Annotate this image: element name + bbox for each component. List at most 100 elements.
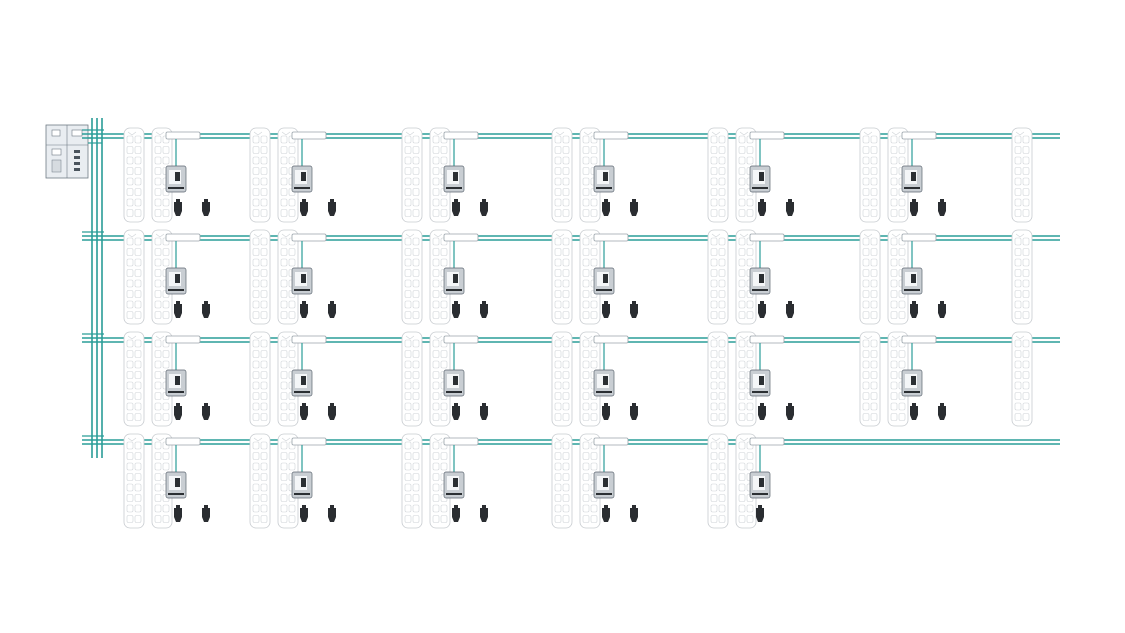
parking-bay-icon: [887, 331, 909, 427]
parking-bay-icon: [249, 331, 271, 427]
junction-box-icon: [443, 233, 479, 242]
junction-box-icon: [165, 233, 201, 242]
junction-box-icon: [593, 233, 629, 242]
parking-bay-icon: [401, 331, 423, 427]
charging-connector-icon: [630, 403, 638, 420]
parking-bay-icon: [707, 229, 729, 325]
ev-charger-icon: [593, 369, 615, 397]
ev-charger-icon: [165, 471, 187, 499]
parking-bay-icon: [859, 331, 881, 427]
parking-bay-icon: [249, 433, 271, 529]
parking-bay-icon: [859, 229, 881, 325]
charging-connector-icon: [300, 301, 308, 318]
ev-charger-icon: [593, 471, 615, 499]
charging-row: [82, 433, 1060, 529]
ev-charger-icon: [165, 267, 187, 295]
charging-connector-icon: [910, 301, 918, 318]
charging-connector-icon: [480, 301, 488, 318]
junction-box-icon: [443, 131, 479, 140]
switchgear-cabinet-icon: [45, 124, 89, 179]
junction-box-icon: [443, 335, 479, 344]
charging-connector-icon: [174, 505, 182, 522]
parking-bay-icon: [735, 331, 757, 427]
ev-charger-icon: [901, 369, 923, 397]
parking-bay-icon: [151, 433, 173, 529]
ev-charger-icon: [291, 471, 313, 499]
parking-bay-icon: [579, 229, 601, 325]
charging-connector-icon: [300, 199, 308, 216]
main-feeder-bus: [88, 118, 103, 458]
charging-connector-icon: [328, 199, 336, 216]
charging-connector-icon: [174, 199, 182, 216]
charging-connector-icon: [480, 403, 488, 420]
charging-row: [82, 331, 1060, 427]
ev-charger-icon: [901, 165, 923, 193]
charging-connector-icon: [328, 301, 336, 318]
parking-bay-icon: [277, 127, 299, 223]
charging-connector-icon: [786, 301, 794, 318]
charging-connector-icon: [328, 505, 336, 522]
parking-bay-icon: [1011, 127, 1033, 223]
charging-connector-icon: [786, 403, 794, 420]
charging-connector-icon: [300, 505, 308, 522]
charging-connector-icon: [452, 301, 460, 318]
charging-connector-icon: [480, 199, 488, 216]
parking-bay-icon: [707, 127, 729, 223]
ev-charger-icon: [291, 369, 313, 397]
charging-connector-icon: [602, 301, 610, 318]
parking-bay-icon: [1011, 331, 1033, 427]
ev-charger-icon: [749, 471, 771, 499]
parking-bay-icon: [123, 229, 145, 325]
parking-bay-icon: [859, 127, 881, 223]
parking-bay-icon: [401, 127, 423, 223]
parking-bay-icon: [249, 229, 271, 325]
ev-charger-icon: [443, 369, 465, 397]
charging-connector-icon: [910, 403, 918, 420]
charging-connector-icon: [630, 505, 638, 522]
ev-charger-icon: [165, 165, 187, 193]
charging-connector-icon: [480, 505, 488, 522]
charging-connector-icon: [202, 505, 210, 522]
charging-connector-icon: [452, 403, 460, 420]
ev-charger-icon: [291, 165, 313, 193]
parking-bay-icon: [151, 331, 173, 427]
parking-bay-icon: [707, 331, 729, 427]
charging-connector-icon: [452, 505, 460, 522]
charging-connector-icon: [630, 301, 638, 318]
parking-bay-icon: [123, 331, 145, 427]
charging-connector-icon: [758, 403, 766, 420]
junction-box-icon: [291, 335, 327, 344]
junction-box-icon: [165, 131, 201, 140]
parking-bay-icon: [887, 229, 909, 325]
junction-box-icon: [749, 131, 785, 140]
charging-connector-icon: [202, 403, 210, 420]
parking-bay-icon: [551, 229, 573, 325]
charging-connector-icon: [630, 199, 638, 216]
junction-box-icon: [901, 233, 937, 242]
parking-bay-icon: [401, 433, 423, 529]
charging-connector-icon: [938, 199, 946, 216]
parking-bay-icon: [401, 229, 423, 325]
ev-charger-icon: [593, 267, 615, 295]
junction-box-icon: [291, 233, 327, 242]
junction-box-icon: [749, 335, 785, 344]
charging-connector-icon: [756, 505, 764, 522]
charging-connector-icon: [202, 199, 210, 216]
ev-charger-icon: [443, 267, 465, 295]
charging-row: [82, 127, 1060, 223]
parking-bay-icon: [551, 331, 573, 427]
charging-connector-icon: [174, 301, 182, 318]
charging-connector-icon: [910, 199, 918, 216]
junction-box-icon: [593, 335, 629, 344]
parking-bay-icon: [151, 127, 173, 223]
ev-charger-icon: [749, 165, 771, 193]
charging-connector-icon: [938, 403, 946, 420]
junction-box-icon: [291, 131, 327, 140]
ev-charger-icon: [593, 165, 615, 193]
parking-bay-icon: [151, 229, 173, 325]
parking-bay-icon: [735, 229, 757, 325]
parking-bay-icon: [123, 127, 145, 223]
junction-box-icon: [901, 131, 937, 140]
charging-connector-icon: [452, 199, 460, 216]
